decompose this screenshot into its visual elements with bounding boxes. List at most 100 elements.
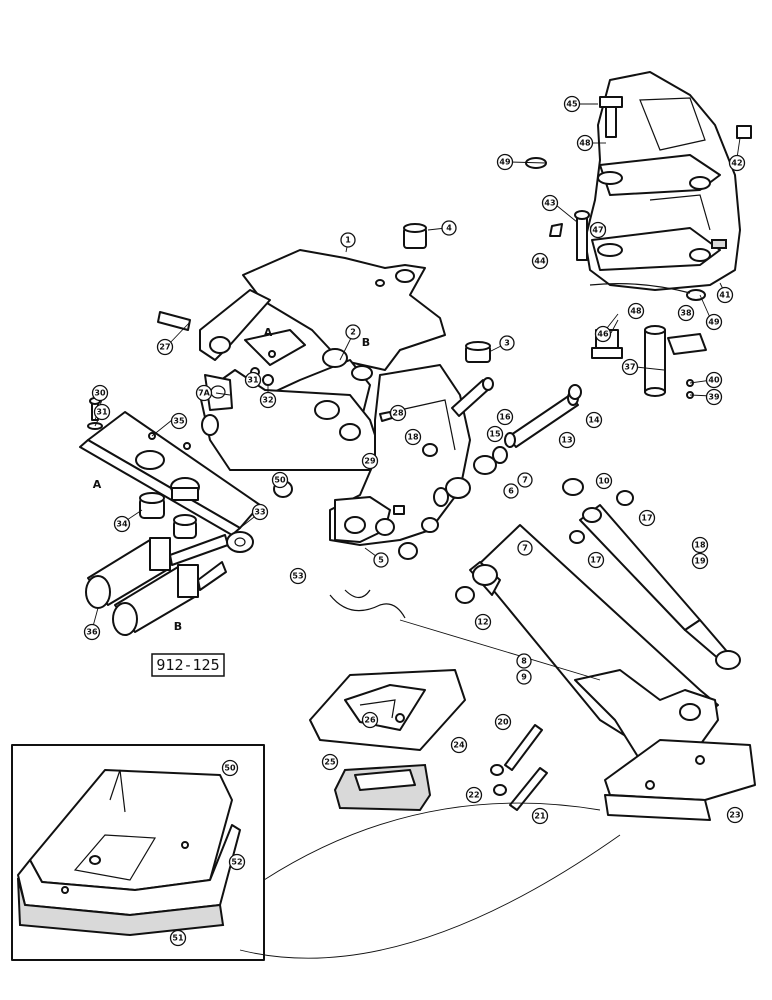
callout-18: 18 bbox=[404, 428, 422, 446]
callout-31: 31 bbox=[93, 403, 111, 421]
callout-15: 15 bbox=[486, 425, 504, 443]
callout-number: 3 bbox=[504, 339, 510, 348]
callout-30: 30 bbox=[91, 384, 109, 402]
callout-number: 20 bbox=[497, 718, 509, 727]
callout-49: 49 bbox=[496, 153, 514, 171]
callout-circle bbox=[486, 425, 504, 443]
callout-circle bbox=[228, 853, 246, 871]
callout-number: 16 bbox=[499, 413, 511, 422]
callout-17: 17 bbox=[587, 551, 605, 569]
callout-10: 10 bbox=[595, 472, 613, 490]
callout-circle bbox=[221, 759, 239, 777]
callout-1: 1 bbox=[340, 232, 356, 248]
callout-46: 46 bbox=[594, 325, 612, 343]
callout-number: 38 bbox=[680, 309, 692, 318]
callout-42: 42 bbox=[728, 154, 746, 172]
callout-circle bbox=[156, 338, 174, 356]
callout-40: 40 bbox=[705, 371, 723, 389]
callout-circle bbox=[93, 403, 111, 421]
tower-frame bbox=[157, 249, 471, 546]
callout-6: 6 bbox=[503, 483, 519, 499]
callout-circle bbox=[389, 404, 407, 422]
callout-number: 42 bbox=[731, 159, 742, 168]
section-letter-a-upper: A bbox=[264, 326, 273, 339]
callout-7A: 7A bbox=[195, 384, 213, 402]
foot-pad-assembly bbox=[309, 669, 466, 812]
callout-circle bbox=[345, 324, 361, 340]
callout-circle bbox=[576, 134, 594, 152]
callout-circle bbox=[726, 806, 744, 824]
callout-number: 21 bbox=[534, 812, 546, 821]
callout-circle bbox=[450, 736, 468, 754]
callout-number: 26 bbox=[364, 716, 376, 725]
callout-16: 16 bbox=[496, 408, 514, 426]
callout-circle bbox=[677, 304, 695, 322]
callout-number: 7A bbox=[198, 389, 211, 398]
callout-33: 33 bbox=[251, 503, 269, 521]
callout-circle bbox=[113, 515, 131, 533]
callout-22: 22 bbox=[465, 786, 483, 804]
callout-48: 48 bbox=[627, 302, 645, 320]
callout-3: 3 bbox=[499, 335, 515, 351]
callout-47: 47 bbox=[589, 221, 607, 239]
callout-37: 37 bbox=[621, 358, 639, 376]
figure-reference-box: 912-125 bbox=[151, 653, 225, 677]
callout-28: 28 bbox=[389, 404, 407, 422]
swing-bracket-assembly bbox=[525, 71, 752, 399]
callout-18: 18 bbox=[691, 536, 709, 554]
callout-number: 17 bbox=[641, 514, 652, 523]
callout-circle bbox=[531, 807, 549, 825]
callout-number: 35 bbox=[173, 417, 185, 426]
callout-number: 30 bbox=[94, 389, 106, 398]
callout-number: 49 bbox=[499, 158, 511, 167]
figure-reference-number: 912-125 bbox=[156, 656, 219, 674]
callout-circle bbox=[289, 567, 307, 585]
callout-23: 23 bbox=[726, 806, 744, 824]
callout-circle bbox=[83, 623, 101, 641]
callout-number: 50 bbox=[224, 764, 236, 773]
callout-number: 48 bbox=[579, 139, 591, 148]
callout-number: 14 bbox=[588, 416, 600, 425]
callout-circle bbox=[496, 408, 514, 426]
callout-circle bbox=[494, 713, 512, 731]
callout-number: 2 bbox=[350, 328, 356, 337]
callout-45: 45 bbox=[563, 95, 581, 113]
callout-31: 31 bbox=[244, 371, 262, 389]
callout-circle bbox=[321, 753, 339, 771]
callout-35: 35 bbox=[170, 412, 188, 430]
callout-number: 24 bbox=[453, 741, 465, 750]
callout-52: 52 bbox=[228, 853, 246, 871]
callout-circle bbox=[259, 391, 277, 409]
callout-12: 12 bbox=[474, 613, 492, 631]
callout-number: 36 bbox=[86, 628, 98, 637]
callout-circle bbox=[563, 95, 581, 113]
boom-assembly bbox=[329, 478, 756, 821]
callout-5: 5 bbox=[373, 552, 389, 568]
callout-circle bbox=[404, 428, 422, 446]
callout-circle bbox=[496, 153, 514, 171]
callout-32: 32 bbox=[259, 391, 277, 409]
callout-circle bbox=[195, 384, 213, 402]
callout-number: 48 bbox=[630, 307, 642, 316]
callout-number: 52 bbox=[231, 858, 242, 867]
callout-number: 13 bbox=[561, 436, 572, 445]
callout-number: 27 bbox=[159, 343, 170, 352]
callout-circle bbox=[691, 536, 709, 554]
callout-circle bbox=[595, 472, 613, 490]
callout-number: 44 bbox=[534, 257, 546, 266]
callout-circle bbox=[465, 786, 483, 804]
callout-number: 41 bbox=[719, 291, 731, 300]
callout-number: 40 bbox=[708, 376, 720, 385]
callout-25: 25 bbox=[321, 753, 339, 771]
callout-number: 32 bbox=[262, 396, 273, 405]
callout-circle bbox=[638, 509, 656, 527]
callout-50: 50 bbox=[271, 471, 289, 489]
callout-39: 39 bbox=[705, 388, 723, 406]
callout-38: 38 bbox=[677, 304, 695, 322]
callout-circle bbox=[594, 325, 612, 343]
callout-number: 9 bbox=[521, 673, 527, 682]
callout-number: 15 bbox=[489, 430, 501, 439]
callout-number: 17 bbox=[590, 556, 601, 565]
callout-44: 44 bbox=[531, 252, 549, 270]
callout-14: 14 bbox=[585, 411, 603, 429]
